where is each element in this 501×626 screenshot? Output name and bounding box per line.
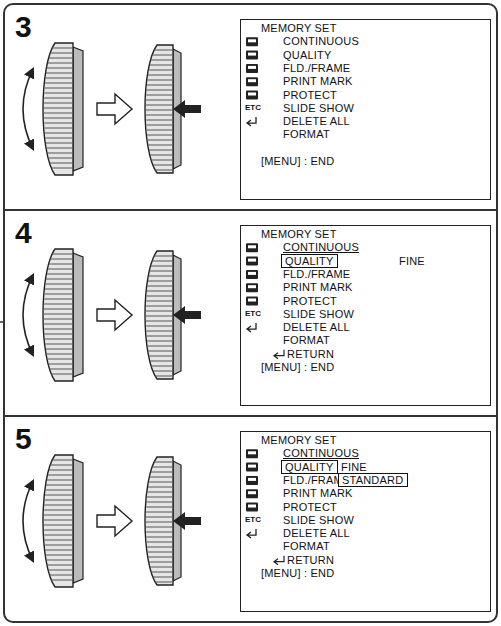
menu-item: PRINT MARK <box>283 487 353 500</box>
menu-screen: MEMORY SETCONTINUOUSFINEFLD./FRAMEPRINT … <box>240 431 491 612</box>
turn-arrow <box>23 69 33 149</box>
menu-icons <box>241 432 490 611</box>
menu-icons <box>241 20 490 199</box>
menu-item: MEMORY SET <box>261 22 337 35</box>
menu-item: FINE <box>341 461 367 474</box>
menu-item: SLIDE SHOW <box>283 102 354 115</box>
step-panel: 4 MEMORY SETCONTINUOUS FINE FLD./FRAMEPRINT… <box>3 209 498 417</box>
selected-item-box: QUALITY <box>281 254 338 268</box>
menu-screen: MEMORY SETCONTINUOUS FINE FLD./FRAMEPRINT … <box>240 225 491 406</box>
step-number: 4 <box>15 217 32 249</box>
menu-item: QUALITY <box>283 49 331 62</box>
menu-item: FORMAT <box>283 540 330 553</box>
selected-item-box: STANDARD <box>338 473 408 487</box>
menu-item: FLD./FRAME <box>283 268 350 281</box>
menu-item: FORMAT <box>283 128 330 141</box>
menu-item: [MENU] : END <box>261 155 334 168</box>
press-arrow <box>173 512 201 530</box>
control-dial <box>43 249 83 381</box>
menu-item: PROTECT <box>283 295 337 308</box>
control-dial <box>43 43 83 175</box>
menu-item: CONTINUOUS <box>283 241 359 254</box>
menu-screen: MEMORY SETCONTINUOUSQUALITYFLD./FRAMEPRI… <box>240 19 491 200</box>
menu-item: MEMORY SET <box>261 434 337 447</box>
step-arrow <box>97 94 132 124</box>
menu-item: SLIDE SHOW <box>283 514 354 527</box>
menu-item: DELETE ALL <box>283 527 350 540</box>
step-panel: 5 MEMORY SETCONTINUOUSFINEFLD./FRAMEPRINT… <box>3 415 498 623</box>
icon-label: ETC <box>245 103 261 113</box>
press-arrow <box>173 100 201 118</box>
icon-label: ETC <box>245 515 261 525</box>
menu-item: PROTECT <box>283 89 337 102</box>
menu-item: RETURN <box>287 554 334 567</box>
step-arrow <box>97 506 132 536</box>
press-arrow <box>173 306 201 324</box>
step-arrow <box>97 300 132 330</box>
step-number: 3 <box>15 11 32 43</box>
icon-label: ETC <box>245 309 261 319</box>
control-dial <box>43 455 83 587</box>
turn-arrow <box>23 275 33 355</box>
menu-item: [MENU] : END <box>261 567 334 580</box>
menu-icons <box>241 226 490 405</box>
menu-item: [MENU] : END <box>261 361 334 374</box>
menu-item: PROTECT <box>283 501 337 514</box>
menu-item: QUALITY <box>282 255 337 267</box>
menu-item: CONTINUOUS <box>283 447 359 460</box>
selected-item-box: QUALITY <box>281 460 338 474</box>
menu-item: SLIDE SHOW <box>283 308 354 321</box>
menu-item: FLD./FRAME <box>283 62 350 75</box>
menu-item: DELETE ALL <box>283 115 350 128</box>
menu-item: DELETE ALL <box>283 321 350 334</box>
turn-arrow <box>23 481 33 561</box>
menu-item: FINE <box>399 255 425 268</box>
menu-item: FORMAT <box>283 334 330 347</box>
menu-item: QUALITY <box>282 461 337 473</box>
menu-item: RETURN <box>287 348 334 361</box>
menu-item: PRINT MARK <box>283 75 353 88</box>
menu-item: CONTINUOUS <box>283 35 359 48</box>
menu-item: STANDARD <box>339 474 407 486</box>
menu-item: MEMORY SET <box>261 228 337 241</box>
menu-item: PRINT MARK <box>283 281 353 294</box>
step-panel: 3MEMORY SETCONTINUOUSQUALITYFLD./FRAMEPR… <box>3 3 498 211</box>
step-number: 5 <box>15 423 32 455</box>
